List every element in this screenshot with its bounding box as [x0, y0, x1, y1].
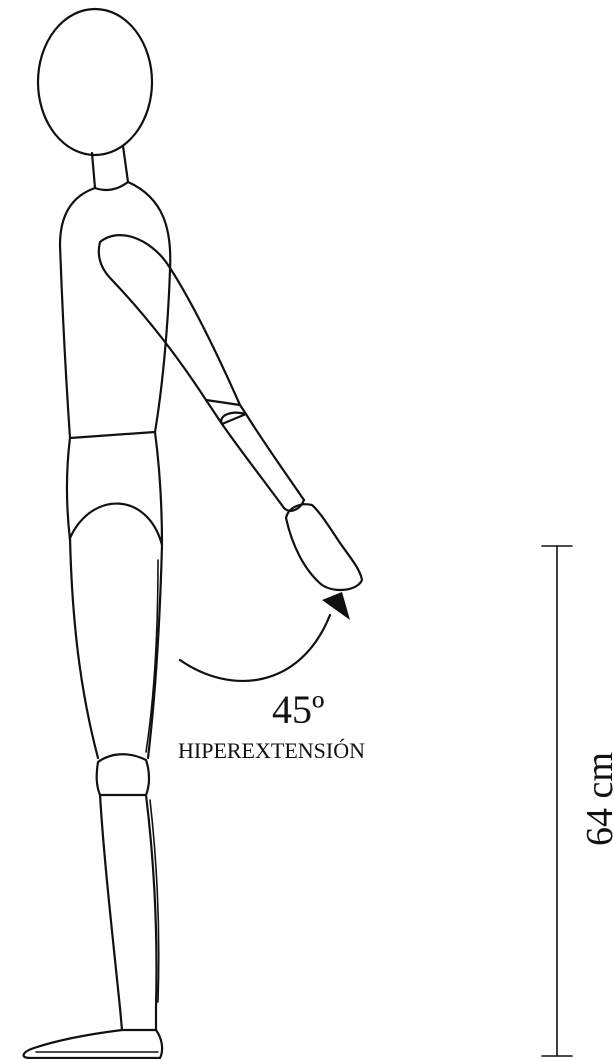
angle-value-label: 45º [272, 687, 324, 732]
mannequin-ankle [120, 1008, 156, 1030]
mannequin-hand [286, 504, 362, 590]
mannequin-thigh [70, 538, 162, 758]
mannequin-torso [60, 182, 170, 438]
mannequin-foot [24, 1030, 162, 1058]
mannequin-forearm [221, 413, 304, 508]
movement-label: HIPEREXTENSIÓN [178, 738, 365, 763]
angle-arrowhead [322, 592, 350, 620]
mannequin-knee [97, 754, 149, 795]
mannequin-head [38, 9, 152, 155]
mannequin-pelvis [67, 432, 162, 545]
measurement-bar [542, 546, 572, 1056]
angle-arc [180, 592, 350, 681]
mannequin-shin [100, 795, 157, 1008]
measurement-label: 64 cm [579, 752, 614, 846]
angle-arc-line [180, 615, 330, 681]
mannequin-figure [24, 9, 362, 1058]
